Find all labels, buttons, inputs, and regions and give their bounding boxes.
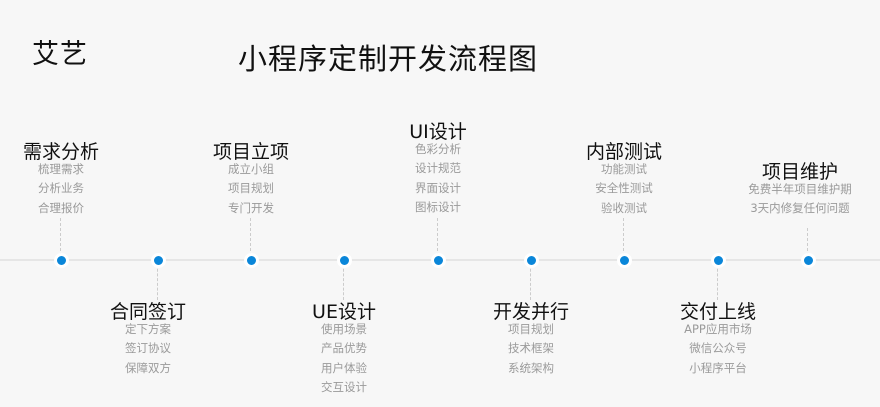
step-heading: 开发并行 (492, 301, 569, 323)
step-block: 项目维护 免费半年项目维护期 3天内修复任何问题 (700, 160, 880, 219)
connector-line (623, 218, 624, 256)
connector-line (343, 264, 344, 300)
step-heading: 交付上线 (679, 301, 756, 323)
timeline-dot (151, 253, 166, 268)
step-item: 保障双方 (125, 360, 171, 375)
step-heading: 合同签订 (109, 301, 186, 323)
step-item: APP应用市场 (684, 322, 752, 336)
step-block: 项目立项 成立小组 项目规划 专门开发 (151, 140, 351, 218)
connector-line (717, 264, 718, 300)
connector-line (807, 228, 808, 256)
step-heading: UI设计 (409, 121, 467, 143)
step-block: UI设计 色彩分析 设计规范 界面设计 图标设计 (338, 120, 538, 217)
step-item: 界面设计 (415, 180, 461, 195)
step-item: 微信公众号 (689, 341, 747, 356)
step-item: 分析业务 (38, 181, 84, 196)
step-item: 设计规范 (415, 161, 461, 176)
step-item: 项目规划 (508, 322, 554, 336)
step-item: 专门开发 (228, 200, 274, 215)
step-item: 技术框架 (508, 341, 554, 356)
step-heading: 项目立项 (212, 141, 289, 163)
connector-line (60, 218, 61, 256)
timeline-dot (711, 253, 726, 268)
step-item: 成立小组 (228, 162, 274, 176)
step-item: 项目规划 (228, 181, 274, 196)
step-heading: 需求分析 (22, 141, 99, 163)
timeline-dot (244, 253, 259, 268)
step-item: 色彩分析 (415, 142, 461, 156)
timeline-dot (337, 253, 352, 268)
step-block: 合同签订 定下方案 签订协议 保障双方 (48, 300, 248, 378)
step-block: 交付上线 APP应用市场 微信公众号 小程序平台 (618, 300, 818, 378)
step-item: 功能测试 (601, 162, 647, 176)
timeline-dot (617, 253, 632, 268)
page-title: 小程序定制开发流程图 (238, 42, 539, 76)
step-item: 小程序平台 (689, 360, 747, 375)
timeline-dot (431, 253, 446, 268)
connector-line (157, 264, 158, 300)
step-item: 图标设计 (415, 199, 461, 214)
connector-line (530, 264, 531, 300)
connector-line (250, 218, 251, 256)
step-block: 开发并行 项目规划 技术框架 系统架构 (431, 300, 631, 378)
step-block: UE设计 使用场景 产品优势 用户体验 交互设计 (244, 300, 444, 397)
step-heading: 内部测试 (585, 141, 662, 163)
step-item: 定下方案 (125, 322, 171, 336)
timeline-dot (801, 253, 816, 268)
step-item: 免费半年项目维护期 (748, 182, 852, 196)
step-item: 产品优势 (321, 341, 367, 356)
brand-logo-text: 艾艺 (32, 39, 88, 70)
step-item: 安全性测试 (595, 181, 653, 196)
step-item: 3天内修复任何问题 (750, 201, 850, 216)
timeline-dot (524, 253, 539, 268)
step-item: 系统架构 (508, 360, 554, 375)
step-item: 交互设计 (321, 379, 367, 394)
step-block: 需求分析 梳理需求 分析业务 合理报价 (0, 140, 161, 218)
step-heading: 项目维护 (761, 161, 838, 183)
step-heading: UE设计 (312, 301, 376, 323)
timeline-dot (54, 253, 69, 268)
connector-line (437, 218, 438, 256)
step-block: 内部测试 功能测试 安全性测试 验收测试 (524, 140, 724, 218)
step-item: 用户体验 (321, 360, 367, 375)
step-item: 使用场景 (321, 322, 367, 336)
step-item: 梳理需求 (38, 162, 84, 176)
step-item: 验收测试 (601, 200, 647, 215)
step-item: 合理报价 (38, 200, 84, 215)
step-item: 签订协议 (125, 341, 171, 356)
